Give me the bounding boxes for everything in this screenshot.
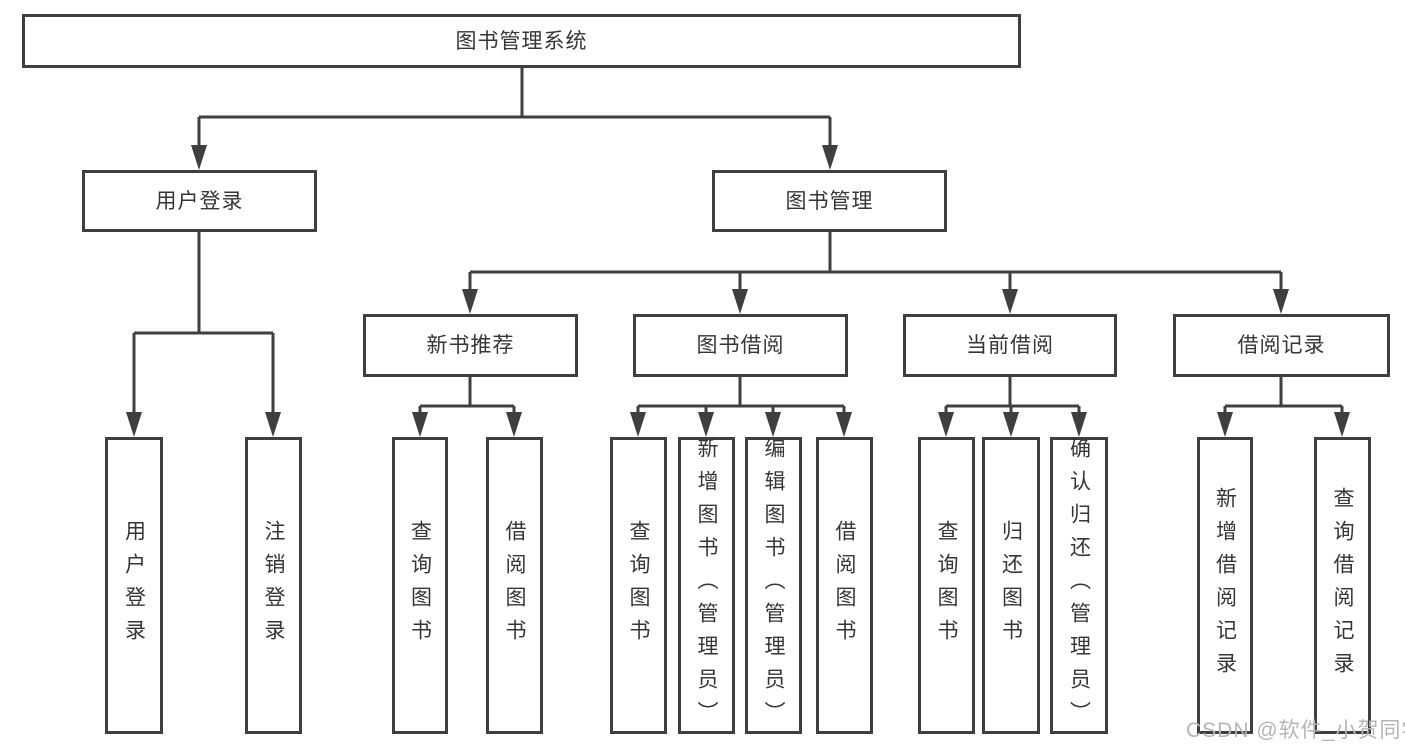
leaf-query-books-recommend-label: 查询图书 [408, 519, 432, 652]
arrowhead [822, 145, 838, 170]
leaf-add-books-admin-label: 新增图书（管理员） [695, 437, 718, 734]
arrowhead [126, 412, 142, 437]
node-root-label: 图书管理系统 [455, 29, 588, 53]
node-book-management-label: 图书管理 [785, 189, 874, 213]
arrowhead [1334, 412, 1350, 437]
node-book-borrowing-label: 图书借阅 [696, 334, 785, 357]
node-new-book-recommend-label: 新书推荐 [426, 334, 515, 357]
leaf-query-borrow-record-label: 查询借阅记录 [1331, 486, 1354, 685]
node-root: 图书管理系统 [22, 14, 1021, 68]
leaf-borrow-books-recommend: 借阅图书 [486, 437, 543, 734]
arrowhead [698, 412, 714, 437]
leaf-edit-books-admin: 编辑图书（管理员） [745, 437, 802, 734]
leaf-borrow-books-borrowing: 借阅图书 [816, 437, 873, 734]
leaf-user-login: 用户登录 [105, 437, 163, 734]
leaf-logout-login: 注销登录 [245, 437, 302, 734]
leaf-query-books-borrowing-label: 查询图书 [627, 519, 650, 652]
leaf-return-books: 归还图书 [982, 437, 1040, 734]
arrowhead [1003, 412, 1019, 437]
leaf-borrow-books-borrowing-label: 借阅图书 [833, 519, 856, 652]
leaf-query-borrow-record: 查询借阅记录 [1314, 437, 1371, 734]
arrowhead [506, 412, 522, 437]
node-user-login: 用户登录 [82, 170, 317, 232]
node-current-borrowing-label: 当前借阅 [966, 334, 1054, 357]
leaf-confirm-return-admin-label: 确认归还（管理员） [1067, 437, 1091, 734]
leaf-query-books-current: 查询图书 [918, 437, 975, 734]
watermark-text: CSDN @软件_小贺同学 [1186, 719, 1405, 742]
leaf-add-borrow-record: 新增借阅记录 [1197, 437, 1253, 734]
arrowhead [836, 412, 852, 437]
leaf-logout-login-label: 注销登录 [262, 519, 285, 652]
connector-newbook-to-leaves [418, 377, 516, 414]
node-book-borrowing: 图书借阅 [633, 314, 848, 377]
connector-userlogin-to-leaves [132, 232, 275, 414]
leaf-edit-books-admin-label: 编辑图书（管理员） [762, 437, 785, 734]
leaf-return-books-label: 归还图书 [999, 519, 1023, 652]
connector-records-to-leaves [1223, 377, 1344, 414]
node-user-login-label: 用户登录 [155, 189, 244, 213]
arrowhead [732, 289, 748, 314]
leaf-query-books-borrowing: 查询图书 [610, 437, 667, 734]
arrowhead [1002, 289, 1018, 314]
node-borrowing-records: 借阅记录 [1173, 314, 1390, 377]
node-new-book-recommend: 新书推荐 [363, 314, 578, 377]
arrowhead [938, 412, 954, 437]
connector-bookmgmt-to-level3 [468, 232, 1283, 292]
leaf-add-borrow-record-label: 新增借阅记录 [1213, 486, 1237, 685]
arrowhead [191, 145, 207, 170]
arrowhead [1071, 412, 1087, 437]
arrowhead [462, 289, 478, 314]
arrowhead [630, 412, 646, 437]
arrowhead [765, 412, 781, 437]
node-borrowing-records-label: 借阅记录 [1237, 334, 1326, 357]
arrowhead [1273, 289, 1289, 314]
connector-current-to-leaves [944, 377, 1081, 414]
leaf-confirm-return-admin: 确认归还（管理员） [1050, 437, 1108, 734]
node-current-borrowing: 当前借阅 [903, 314, 1117, 377]
connector-root-to-level2 [197, 68, 832, 148]
arrowhead [265, 412, 281, 437]
leaf-query-books-current-label: 查询图书 [935, 519, 958, 652]
node-book-management: 图书管理 [712, 170, 947, 232]
leaf-query-books-recommend: 查询图书 [392, 437, 448, 734]
arrowhead [1217, 412, 1233, 437]
connector-borrowing-to-leaves [636, 377, 846, 414]
leaf-user-login-label: 用户登录 [122, 519, 146, 652]
leaf-add-books-admin: 新增图书（管理员） [678, 437, 735, 734]
leaf-borrow-books-recommend-label: 借阅图书 [503, 519, 526, 652]
arrowhead [412, 412, 428, 437]
